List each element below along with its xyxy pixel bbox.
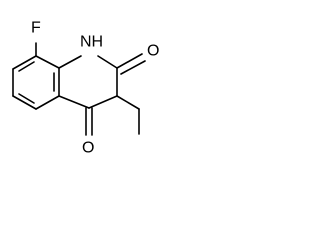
bond-c8a-c8 [35,55,60,69]
bond-c8-c7 [12,55,37,70]
carbonyl-oxygen-c2-mask [146,42,162,60]
nh-atom-label: NH [80,34,103,51]
bond-c3-c4 [88,95,118,109]
carbonyl-oxygen-c4-label: O [82,140,94,157]
bond-c3-ethyl-ch2 [116,95,140,110]
bond-c6-c5 [12,95,37,110]
double-bond-inner-c6-c5 [18,93,35,104]
double-bond-inner-c8-c7 [18,61,35,72]
nh-label-mask [79,33,105,51]
bond-c4-c4a [58,95,90,109]
carbonyl-oxygen-c2-label: O [147,43,159,60]
molecule-structure: F NH O O [12,18,162,157]
bond-c2-o-a [116,53,143,69]
bond-c8a-n1 [58,55,82,69]
bond-c5-c4a [35,95,60,110]
bond-c2-o-b [120,60,146,75]
carbonyl-oxygen-c4-mask [81,137,97,157]
bond-n1-c2 [97,55,118,69]
fluorine-label-mask [29,18,45,38]
fluorine-atom-label: F [31,20,41,37]
